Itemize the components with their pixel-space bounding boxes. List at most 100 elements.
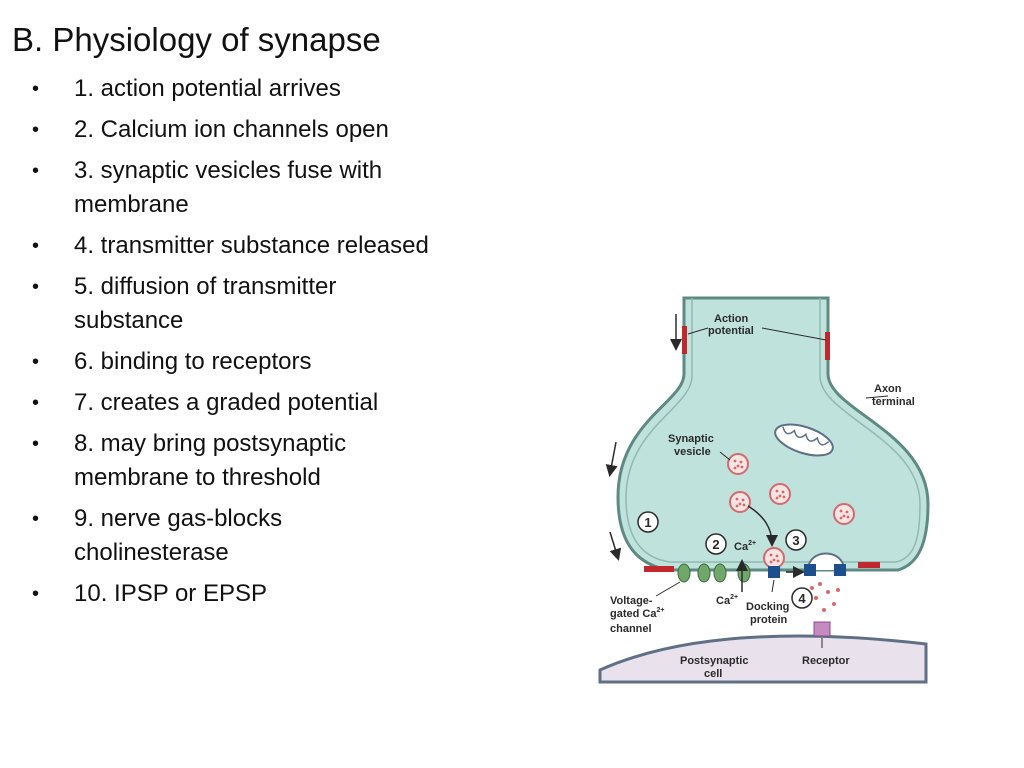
- synaptic-vesicle: [833, 503, 855, 525]
- step-3-label: 3: [792, 533, 799, 548]
- transmitter-dot: [818, 582, 822, 586]
- bullet-icon: •: [32, 583, 40, 605]
- step-2-label: 2: [712, 537, 719, 552]
- label-postsynaptic-cell-1: Postsynaptic: [680, 655, 748, 667]
- label-voltage-channel-1: Voltage-: [610, 595, 653, 607]
- leader-voltage-channel: [655, 581, 681, 597]
- bullet-icon: •: [32, 351, 40, 373]
- bullet-text: 9. nerve gas-blocks cholinesterase: [74, 505, 283, 566]
- vesicle-content-dot: [772, 558, 776, 562]
- synapse-diagram: 1 2 3 4 Action potential Axon terminal S…: [596, 292, 930, 690]
- axon-terminal-shape: [616, 296, 930, 572]
- vesicle-content-dot: [778, 494, 782, 498]
- bullet-text: 2. Calcium ion channels open: [74, 116, 389, 143]
- transmitter-dot: [814, 596, 818, 600]
- label-voltage-channel-2: gated Ca2+: [610, 607, 664, 620]
- docking-protein: [804, 564, 816, 576]
- label-synaptic-vesicle-2: vesicle: [674, 446, 711, 458]
- vesicle-content-dot: [845, 510, 849, 514]
- list-item: • 2. Calcium ion channels open: [30, 113, 430, 147]
- calcium-channel: [677, 563, 691, 583]
- bullet-text: 8. may bring postsynaptic membrane to th…: [74, 430, 347, 491]
- bullet-text: 7. creates a graded potential: [74, 389, 379, 416]
- label-ca-ion-top-text: Ca: [734, 541, 749, 553]
- vesicle-content-dot: [775, 554, 779, 558]
- bullet-icon: •: [32, 276, 40, 298]
- depolarized-membrane-right: [825, 332, 830, 360]
- propagation-arrow-mid: [605, 441, 618, 477]
- vesicle-content-dot: [769, 553, 773, 557]
- bullet-icon: •: [32, 160, 40, 182]
- step-3-marker: [785, 529, 807, 551]
- leader-axon-terminal: [865, 395, 889, 399]
- vesicle-content-dot: [776, 559, 780, 563]
- label-ca-ion-top-charge: 2+: [748, 540, 756, 547]
- calcium-channel: [713, 563, 727, 583]
- label-voltage-channel-3: channel: [610, 623, 652, 635]
- vesicle-content-dot: [769, 560, 773, 564]
- label-leaders: [655, 327, 889, 648]
- list-item: •8. may bring postsynaptic membrane to t…: [30, 427, 430, 495]
- step-markers: 1 2 3 4: [637, 511, 813, 609]
- bullet-text: 1. action potential arrives: [74, 75, 341, 102]
- docking-vesicle: [763, 547, 785, 569]
- synaptic-vesicles: [727, 453, 855, 569]
- propagation-arrow-low: [609, 531, 622, 561]
- vesicle-content-dot: [733, 459, 737, 463]
- receptor-shape: [813, 621, 831, 637]
- label-voltage-channel-charge: 2+: [656, 607, 664, 614]
- step-1-marker: [637, 511, 659, 533]
- bullet-text: 3. synaptic vesicles fuse with membrane: [74, 157, 383, 218]
- synaptic-vesicle: [727, 453, 749, 475]
- bullet-text: 5. diffusion of transmitter substance: [74, 273, 337, 334]
- bullet-list: •1. action potential arrives •2. Calcium…: [30, 72, 430, 618]
- calcium-channel: [737, 563, 751, 583]
- label-action-potential-2: potential: [708, 325, 754, 337]
- transmitter-molecules: [810, 582, 840, 612]
- vesicle-content-dot: [781, 490, 785, 494]
- bullet-icon: •: [32, 392, 40, 414]
- vesicle-content-dot: [846, 515, 850, 519]
- leader-action-potential: [687, 327, 709, 335]
- label-ca-ion-top: Ca2+: [734, 540, 756, 553]
- vesicle-content-dot: [839, 509, 843, 513]
- list-item: •4. transmitter substance released: [30, 229, 430, 263]
- transmitter-dot: [836, 588, 840, 592]
- bullet-icon: •: [32, 119, 40, 141]
- bullet-text: 6. binding to receptors: [74, 348, 312, 375]
- vesicle-content-dot: [738, 502, 742, 506]
- list-item: •1. action potential arrives: [30, 72, 430, 106]
- vesicle-content-dot: [740, 465, 744, 469]
- label-ca-ion-bottom-text: Ca: [716, 595, 731, 607]
- vesicle-content-dot: [736, 464, 740, 468]
- transmitter-dot: [810, 586, 814, 590]
- postsynaptic-cell-shape: [598, 634, 928, 684]
- vesicle-content-dot: [735, 497, 739, 501]
- label-ca-ion-bottom-charge: 2+: [730, 594, 738, 601]
- label-receptor: Receptor: [802, 655, 850, 667]
- label-axon-terminal-1: Axon: [874, 383, 902, 395]
- label-docking-protein-1: Docking: [746, 601, 789, 613]
- leader-action-potential-right: [761, 327, 827, 341]
- vesicle-content-dot: [733, 466, 737, 470]
- calcium-channel: [697, 563, 711, 583]
- list-item: • 6. binding to receptors: [30, 345, 430, 379]
- mitochondrion-cristae: [782, 426, 830, 446]
- synapse-diagram-svg: 1 2 3 4 Action potential Axon terminal S…: [598, 296, 930, 684]
- docking-protein: [834, 564, 846, 576]
- bullet-text: 4. transmitter substance released: [74, 232, 429, 259]
- docking-proteins: [768, 564, 846, 578]
- depolarized-membrane-left: [682, 326, 687, 354]
- label-ca-ion-bottom: Ca2+: [716, 594, 738, 607]
- label-synaptic-vesicle-1: Synaptic: [668, 433, 714, 445]
- list-item: • 5. diffusion of transmitter substance: [30, 270, 430, 338]
- docking-protein: [768, 566, 780, 578]
- transmitter-dot: [822, 608, 826, 612]
- vesicle-content-dot: [782, 495, 786, 499]
- vesicle-move-arrow: [747, 505, 778, 547]
- label-action-potential-1: Action: [714, 313, 749, 325]
- list-item: •10. IPSP or EPSP: [30, 577, 430, 611]
- vesicle-content-dot: [742, 503, 746, 507]
- slide-title: B. Physiology of synapse: [12, 21, 381, 58]
